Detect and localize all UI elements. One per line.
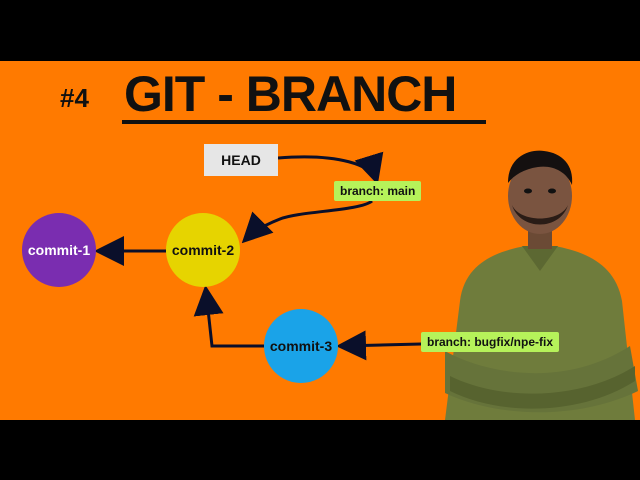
- page-title: GIT - BRANCH: [124, 66, 457, 122]
- commit-node-2: commit-2: [166, 213, 240, 287]
- commit-node-3: commit-3: [264, 309, 338, 383]
- presenter-photo: [445, 150, 638, 420]
- episode-number: #4: [60, 83, 89, 113]
- arrow-head-to-main: [277, 151, 384, 185]
- commit-node-1: commit-1: [22, 213, 96, 287]
- arrow-bugfix-to-commit-3: [336, 330, 422, 361]
- thumbnail-canvas: #4 GIT - BRANCH HEAD branch: main commit…: [0, 61, 640, 420]
- branch-bugfix-tag: branch: bugfix/npe-fix: [421, 332, 559, 352]
- arrow-commit-3-to-commit-2: [193, 285, 264, 348]
- title-underline: [122, 120, 486, 124]
- commit-graph-arrows: [94, 151, 422, 361]
- branch-main-tag: branch: main: [334, 181, 422, 201]
- arrow-main-to-commit-2: [241, 199, 373, 244]
- head-pointer: HEAD: [204, 144, 278, 176]
